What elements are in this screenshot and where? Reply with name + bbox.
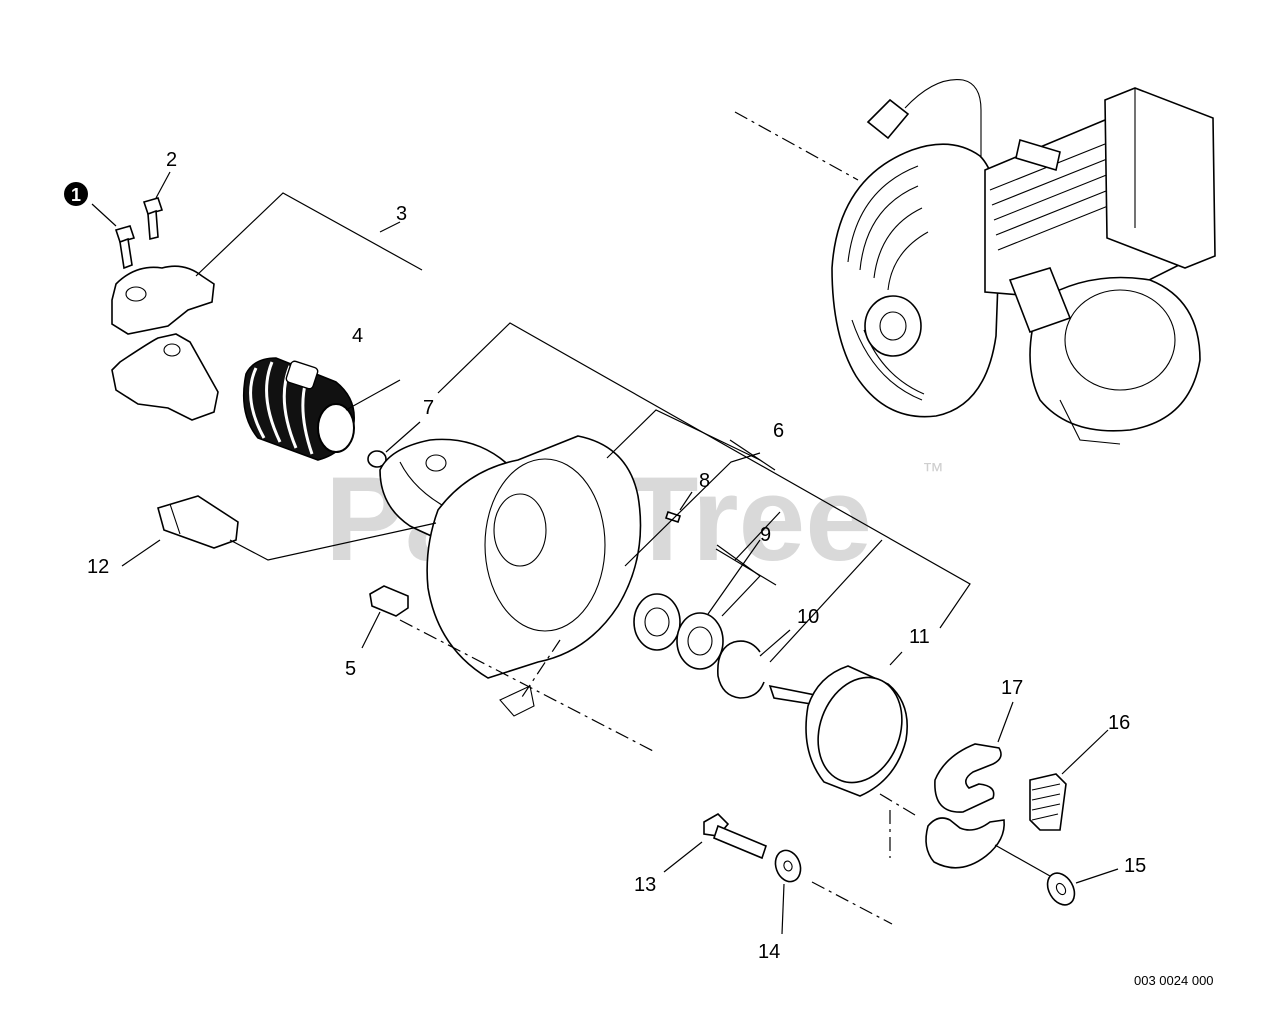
callout-1-badge [64, 182, 88, 206]
drawing-code: 003 0024 000 [1134, 973, 1214, 988]
callout-17[interactable]: 17 [1001, 677, 1023, 699]
o-ring-7[interactable] [367, 421, 421, 468]
clutch-housing[interactable] [379, 435, 656, 753]
spring-16[interactable] [1029, 729, 1109, 831]
callout-1[interactable]: 1 [71, 185, 81, 205]
callout-13[interactable]: 13 [634, 874, 656, 896]
clutch-shoes-17[interactable] [879, 701, 1014, 869]
callout-7[interactable]: 7 [423, 397, 434, 419]
bolt-2[interactable] [142, 171, 171, 241]
bolt-1[interactable] [91, 203, 136, 270]
bolt-5[interactable] [361, 585, 409, 649]
callout-16[interactable]: 16 [1108, 712, 1130, 734]
callout-9[interactable]: 9 [760, 524, 771, 546]
clamp-lower[interactable] [111, 333, 219, 421]
pin-8[interactable] [664, 491, 693, 524]
callout-5[interactable]: 5 [345, 658, 356, 680]
callout-15[interactable]: 15 [1124, 855, 1146, 877]
switch-12[interactable] [121, 495, 437, 567]
bearing-9[interactable] [633, 539, 761, 670]
callout-11[interactable]: 11 [909, 626, 930, 648]
callout-10[interactable]: 10 [797, 606, 819, 628]
handle-grip-4[interactable] [242, 357, 401, 461]
engine-assembly[interactable] [734, 79, 1216, 445]
snap-ring-10[interactable] [717, 629, 791, 699]
bolt-13[interactable] [663, 813, 767, 873]
clutch-drum-11[interactable] [768, 651, 916, 797]
callout-8[interactable]: 8 [699, 470, 710, 492]
callout-14[interactable]: 14 [758, 941, 780, 963]
callout-12[interactable]: 12 [87, 556, 109, 578]
watermark-trademark: ™ [922, 458, 944, 483]
callout-2[interactable]: 2 [166, 149, 177, 171]
washer-15[interactable] [994, 844, 1119, 910]
washer-14[interactable] [771, 847, 893, 935]
callout-3[interactable]: 3 [396, 203, 407, 225]
clamp-upper[interactable] [111, 192, 423, 335]
callout-4[interactable]: 4 [352, 325, 363, 347]
callout-6[interactable]: 6 [773, 420, 784, 442]
